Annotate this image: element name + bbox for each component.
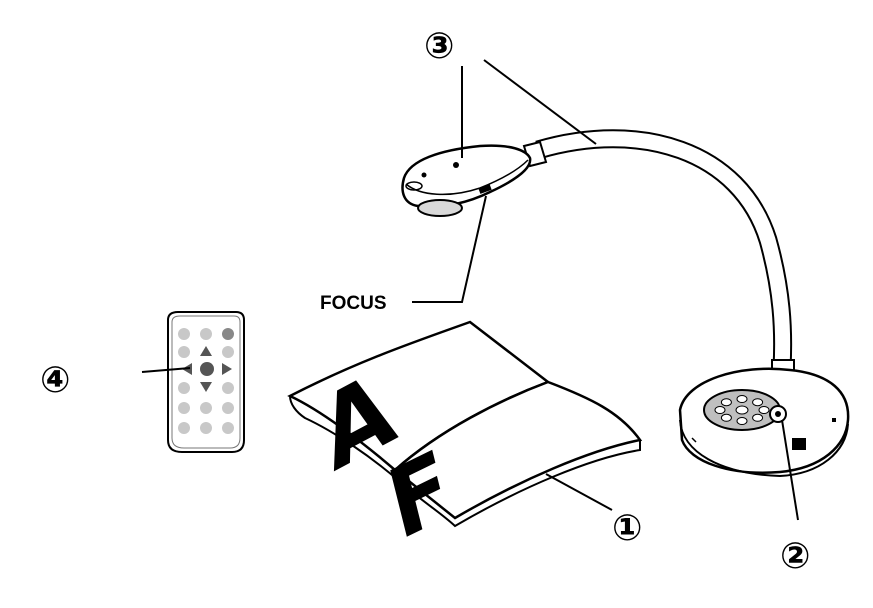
panel-button-icon xyxy=(758,406,770,414)
remote-button-icon xyxy=(222,382,234,394)
callout-four: ④ xyxy=(40,360,70,401)
camera-led xyxy=(405,181,423,191)
camera-head-shell xyxy=(401,144,532,209)
gooseneck-outline xyxy=(535,129,793,369)
remote-button-icon xyxy=(200,402,212,414)
control-panel-buttons xyxy=(714,395,770,425)
base-indicator xyxy=(832,418,836,422)
base-vent xyxy=(691,437,697,443)
leader-two xyxy=(781,419,799,521)
camera-lens xyxy=(417,199,463,217)
remote-up-arrow-icon xyxy=(200,346,212,356)
remote-inner-edge xyxy=(171,315,241,449)
panel-center-button-icon xyxy=(735,405,749,415)
remote-button-icon xyxy=(222,346,234,358)
remote-button-icon xyxy=(178,382,190,394)
camera-base xyxy=(678,359,850,478)
panel-button-icon xyxy=(736,417,748,425)
camera-arm xyxy=(522,129,793,369)
remote-button-icon xyxy=(178,422,190,434)
panel-button-icon xyxy=(720,398,732,407)
remote-control xyxy=(167,311,245,453)
leader-one xyxy=(545,473,613,511)
remote-button-grid xyxy=(178,328,234,434)
book-right-page xyxy=(393,380,643,520)
panel-button-icon xyxy=(736,395,748,403)
callout-one: ① xyxy=(612,508,642,549)
remote-button-icon xyxy=(200,422,212,434)
leader-four xyxy=(141,367,191,373)
remote-ok-button-icon xyxy=(200,362,214,376)
camera-head-dot xyxy=(453,162,459,168)
remote-button-icon xyxy=(178,402,190,414)
remote-button-icon xyxy=(222,402,234,414)
gooseneck-fill xyxy=(535,131,791,369)
open-book: A F xyxy=(287,320,643,562)
usb-port xyxy=(792,438,806,450)
panel-button-icon xyxy=(720,413,732,422)
remote-button-icon xyxy=(222,422,234,434)
remote-right-arrow-icon xyxy=(222,363,232,375)
focus-button xyxy=(478,184,492,194)
panel-button-icon xyxy=(752,413,764,422)
remote-down-arrow-icon xyxy=(200,382,212,392)
leader-lines xyxy=(141,59,799,521)
callout-two: ② xyxy=(780,536,810,577)
book-page-edge xyxy=(289,395,641,528)
callout-three: ③ xyxy=(424,26,454,67)
power-button-dot xyxy=(775,411,781,417)
leader-three-to-arm xyxy=(483,59,597,145)
remote-button-icon xyxy=(222,328,234,340)
remote-button-icon xyxy=(178,328,190,340)
leader-focus xyxy=(412,195,487,303)
remote-button-icon xyxy=(178,346,190,358)
camera-head-dot-small xyxy=(421,172,427,178)
panel-button-icon xyxy=(752,398,764,407)
focus-label: FOCUS xyxy=(320,293,387,314)
camera-head xyxy=(401,144,532,217)
base-lower-edge xyxy=(679,419,849,478)
remote-button-icon xyxy=(200,328,212,340)
panel-button-icon xyxy=(714,406,726,414)
